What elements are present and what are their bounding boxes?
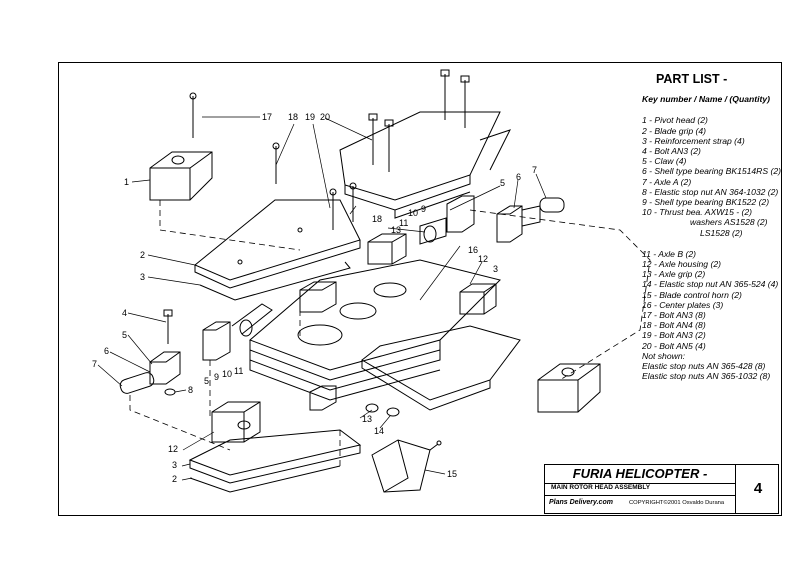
blade-grip-upper-left <box>194 199 361 301</box>
part-item: 4 - Bolt AN3 (2) <box>642 146 701 157</box>
part-item: Elastic stop nuts AN 365-428 (8) <box>642 361 766 372</box>
callout-5-left: 5 <box>122 330 127 340</box>
pivot-head-upper <box>149 151 213 201</box>
callout-18-top: 18 <box>288 112 298 122</box>
callout-9-lower: 9 <box>214 372 219 382</box>
callout-20: 20 <box>320 112 330 122</box>
callout-14: 14 <box>374 426 384 436</box>
drawing-frame <box>58 62 782 516</box>
callout-17: 17 <box>262 112 272 122</box>
part-item: 7 - Axle A (2) <box>642 176 692 187</box>
title-block: FURIA HELICOPTER - MAIN ROTOR HEAD ASSEM… <box>544 464 779 514</box>
callout-19: 19 <box>305 112 315 122</box>
part-list-title: PART LIST - <box>656 72 728 86</box>
callout-12-lower: 12 <box>168 444 178 454</box>
callout-9-upper: 9 <box>421 204 426 214</box>
part-item: 13 - Axle grip (2) <box>642 269 706 280</box>
axle-housing-center <box>299 233 497 411</box>
part-item: 5 - Claw (4) <box>642 156 687 167</box>
callout-3-lower: 3 <box>172 460 177 470</box>
part-item: 14 - Elastic stop nut AN 365-524 (4) <box>642 279 779 290</box>
lower-right-plates <box>361 325 521 411</box>
part-item: 20 - Bolt AN5 (4) <box>642 340 706 351</box>
part-item: 18 - Bolt AN4 (8) <box>642 320 706 331</box>
site-name: Plans Delivery.com <box>549 499 613 506</box>
blade-control-horn <box>371 439 442 493</box>
sheet-number: 4 <box>735 465 780 513</box>
part-item: 17 - Bolt AN3 (8) <box>642 310 706 321</box>
callout-4: 4 <box>122 308 127 318</box>
pivot-head-lower-right <box>537 363 601 413</box>
callout-13-upper: 13 <box>391 225 401 235</box>
callout-3-right: 3 <box>493 264 498 274</box>
callout-7-left: 7 <box>92 359 97 369</box>
callout-8: 8 <box>188 385 193 395</box>
claw-group-right <box>419 195 565 245</box>
part-list-subtitle: Key number / Name / (Quantity) <box>642 94 770 105</box>
callout-16: 16 <box>468 245 478 255</box>
part-item: 16 - Center plates (3) <box>642 299 724 310</box>
callout-11-lower: 11 <box>234 366 243 376</box>
callout-15: 15 <box>447 469 457 479</box>
part-item: washers AS1528 (2) <box>690 217 768 228</box>
part-item: Not shown: <box>642 350 685 361</box>
claw-group-left <box>119 303 273 396</box>
callout-10-lower: 10 <box>222 369 232 379</box>
blade-grip-upper-right <box>339 111 511 219</box>
part-item: Elastic stop nuts AN 365-1032 (8) <box>642 371 771 382</box>
part-item: 15 - Blade control horn (2) <box>642 289 742 300</box>
leader-lines <box>97 116 547 481</box>
part-item: 6 - Shell type bearing BK1514RS (2) <box>642 166 782 177</box>
part-item: 2 - Blade grip (4) <box>642 125 707 136</box>
callout-13-lower: 13 <box>362 414 372 424</box>
callout-6-right: 6 <box>516 172 521 182</box>
nuts-13-14 <box>365 403 400 417</box>
drawing-subtitle: MAIN ROTOR HEAD ASSEMBLY <box>551 484 651 491</box>
center-plates <box>249 259 501 401</box>
blade-grip-lower-left <box>188 401 362 493</box>
part-item: 12 - Axle housing (2) <box>642 259 721 270</box>
callout-18-mid: 18 <box>372 214 382 224</box>
callout-12-upper: 12 <box>478 254 488 264</box>
drawing-title: FURIA HELICOPTER - <box>545 465 735 484</box>
callout-11-upper: 11 <box>399 218 408 228</box>
copyright: COPYRIGHT©2001 Osvaldo Durana <box>629 500 725 506</box>
part-list: PART LIST - Key number / Name / (Quantit… <box>642 72 792 382</box>
part-item: 10 - Thrust bea. AXW15 - (2) <box>642 207 753 218</box>
callout-6-left: 6 <box>104 346 109 356</box>
callout-3-upper: 3 <box>140 272 145 282</box>
callout-7-right: 7 <box>532 165 537 175</box>
callout-5-mid: 5 <box>204 376 209 386</box>
callout-10-upper: 10 <box>408 208 418 218</box>
part-item: 8 - Elastic stop nut AN 364-1032 (2) <box>642 186 779 197</box>
callout-5-right: 5 <box>500 178 505 188</box>
part-item: LS1528 (2) <box>700 227 743 238</box>
part-item: 9 - Shell type bearing BK1522 (2) <box>642 197 770 208</box>
callout-2-upper: 2 <box>140 250 145 260</box>
part-item: 19 - Bolt AN3 (2) <box>642 330 706 341</box>
part-item: 1 - Pivot head (2) <box>642 115 708 126</box>
callout-1: 1 <box>124 177 129 187</box>
part-item: 3 - Reinforcement strap (4) <box>642 135 745 146</box>
callout-2-lower: 2 <box>172 474 177 484</box>
part-item: 11 - Axle B (2) <box>642 248 696 259</box>
